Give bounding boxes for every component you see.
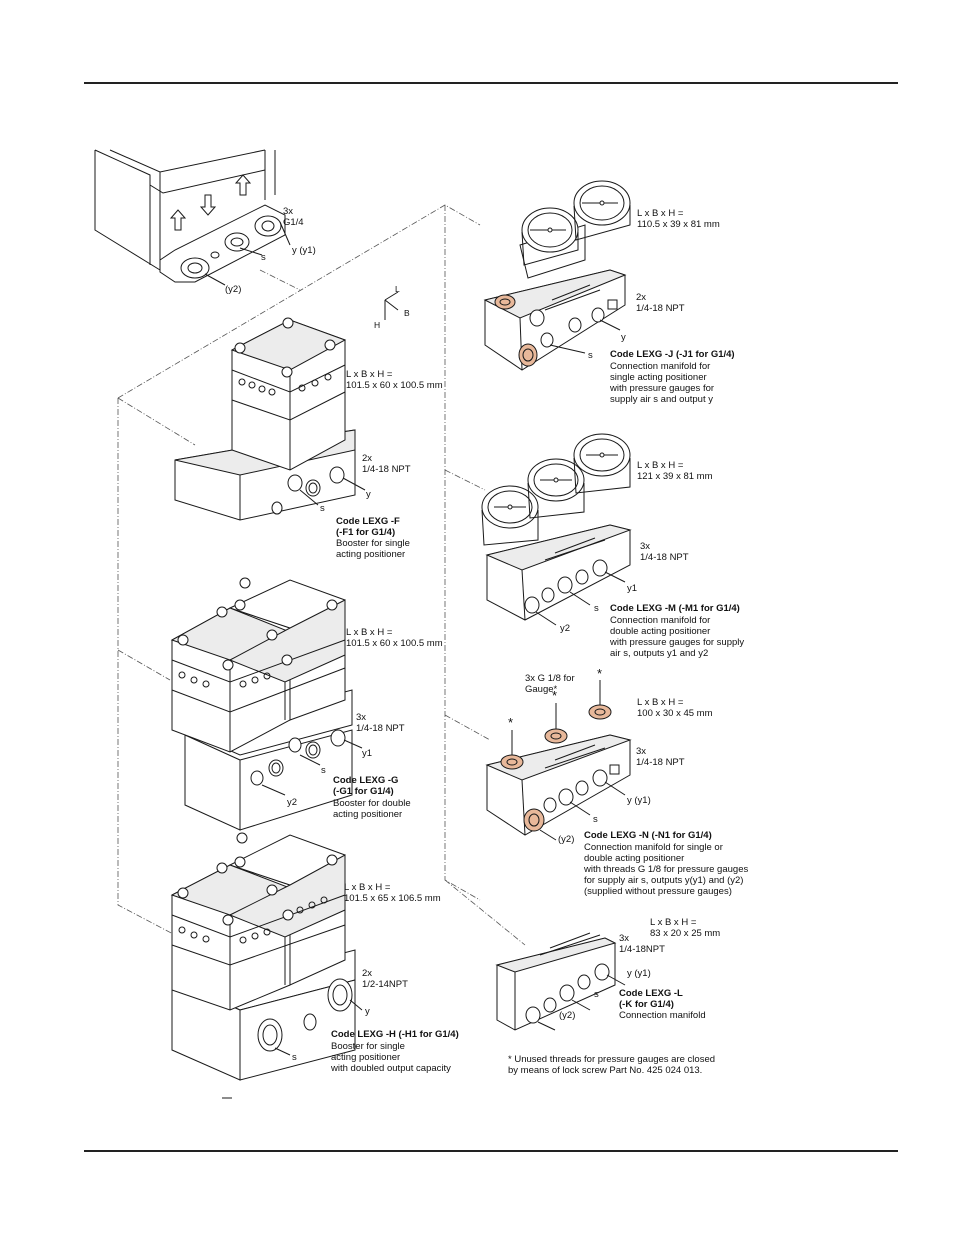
booster-h-description: Booster for single acting positioner wit… (331, 1041, 451, 1074)
manifold-n-gauge-threads: 3x G 1/8 for Gauge* (525, 673, 575, 695)
positioner-port-s: s (261, 252, 266, 263)
manifold-m-port-count: 3x 1/4-18 NPT (640, 541, 689, 563)
booster-g-code: Code LEXG -G (-G1 for G1/4) (333, 775, 399, 797)
axis-label-b: B (404, 308, 410, 318)
manifold-m-port-y1: y1 (627, 583, 638, 594)
manifold-m-code: Code LEXG -M (-M1 for G1/4) (610, 603, 740, 614)
manifold-l-drawing (495, 932, 626, 1031)
manifold-m-drawing (481, 433, 632, 626)
booster-h-code: Code LEXG -H (-H1 for G1/4) (331, 1029, 459, 1040)
manifold-m-dimensions: L x B x H = 121 x 39 x 81 mm (637, 460, 713, 482)
manifold-l-dimensions: L x B x H = 83 x 20 x 25 mm (650, 917, 721, 939)
manifold-j-drawing (483, 180, 631, 371)
manifold-n-port-y-y1: y (y1) (627, 795, 651, 806)
manifold-m-port-s: s (594, 603, 599, 614)
manifold-m-description: Connection manifold for double acting po… (610, 615, 745, 659)
manifold-l-code: Code LEXG -L (-K for G1/4) (619, 988, 683, 1010)
footer-rule (84, 1150, 898, 1152)
manifold-n-port-y2: (y2) (558, 834, 575, 845)
manifold-j-description: Connection manifold for single acting po… (610, 361, 715, 405)
dash-dot-envelope-lines (117, 204, 526, 946)
positioner-housing (94, 149, 291, 286)
manifold-n-drawing (485, 680, 632, 841)
manifold-n-dimensions: L x B x H = 100 x 30 x 45 mm (637, 697, 713, 719)
header-rule (84, 82, 898, 84)
booster-f-port-y: y (366, 489, 371, 500)
booster-g-port-count: 3x 1/4-18 NPT (356, 712, 405, 734)
manifold-n-star-1: * (508, 715, 514, 730)
booster-f-dimensions: L x B x H = 101.5 x 60 x 100.5 mm (346, 369, 443, 391)
manifold-n-star-2: * (552, 688, 558, 703)
manifold-l-port-s: s (594, 989, 599, 1000)
manifold-l-port-count: 3x 1/4-18NPT (619, 933, 665, 955)
positioner-port-y2: (y2) (225, 284, 242, 295)
manifold-j-port-y: y (621, 332, 626, 343)
booster-h-port-y: y (365, 1006, 370, 1017)
booster-g-drawing (170, 577, 363, 831)
manifold-n-port-s: s (593, 814, 598, 825)
positioner-port-y-y1: y (y1) (292, 245, 316, 256)
axis-label-l: L (395, 284, 400, 294)
axis-triad (384, 291, 399, 320)
booster-g-dimensions: L x B x H = 101.5 x 60 x 100.5 mm (346, 627, 443, 649)
manifold-j-dimensions: L x B x H = 110.5 x 39 x 81 mm (637, 208, 720, 230)
booster-g-port-s: s (321, 765, 326, 776)
manifold-n-port-count: 3x 1/4-18 NPT (636, 746, 685, 768)
manifold-n-description: Connection manifold for single or double… (584, 842, 749, 897)
booster-h-port-s: s (292, 1052, 297, 1063)
booster-h-port-count: 2x 1/2-14NPT (362, 968, 408, 990)
booster-f-description: Booster for single acting positioner (336, 538, 410, 560)
booster-f-port-count: 2x 1/4-18 NPT (362, 453, 411, 475)
booster-f-port-s: s (320, 503, 325, 514)
booster-g-description: Booster for double acting positioner (333, 798, 411, 820)
manifold-l-description: Connection manifold (619, 1010, 706, 1021)
booster-h-dimensions: L x B x H = 101.5 x 65 x 106.5 mm (344, 882, 441, 904)
booster-g-port-y1: y1 (362, 748, 373, 759)
manifold-j-port-s: s (588, 350, 593, 361)
manifold-n-star-3: * (597, 666, 603, 681)
booster-h-drawing (170, 832, 363, 1081)
footnote: * Unused threads for pressure gauges are… (508, 1054, 716, 1076)
booster-f-drawing (174, 317, 366, 521)
manifold-j-port-count: 2x 1/4-18 NPT (636, 292, 685, 314)
manifold-n-code: Code LEXG -N (-N1 for G1/4) (584, 830, 712, 841)
manifold-j-code: Code LEXG -J (-J1 for G1/4) (610, 349, 735, 360)
manifold-l-port-y2: (y2) (559, 1010, 576, 1021)
manifold-l-port-y-y1: y (y1) (627, 968, 651, 979)
booster-f-code: Code LEXG -F (-F1 for G1/4) (336, 516, 400, 538)
manifold-m-port-y2: y2 (560, 623, 571, 634)
positioner-port-count: 3x G1/4 (283, 206, 304, 228)
axis-label-h: H (374, 320, 381, 330)
booster-g-port-y2: y2 (287, 797, 298, 808)
